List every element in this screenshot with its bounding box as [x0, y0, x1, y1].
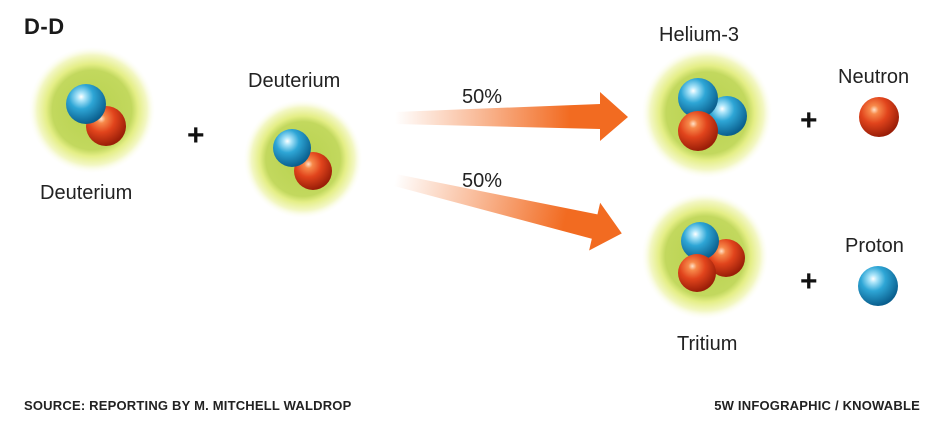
arrow-to-helium3 — [395, 92, 628, 141]
probability-label-top: 50% — [462, 86, 503, 108]
helium3-nucleus — [641, 47, 773, 179]
source-credit: SOURCE: REPORTING BY M. MITCHELL WALDROP — [24, 398, 352, 413]
plus-sign-reactants: + — [187, 119, 205, 152]
probability-label-bottom: 50% — [462, 170, 503, 192]
reaction-title: D-D — [24, 14, 65, 39]
infographic-credit: 5W INFOGRAPHIC / KNOWABLE — [714, 398, 920, 413]
proton-product — [858, 266, 898, 306]
neutron-particle — [678, 254, 716, 292]
helium3-label: Helium-3 — [659, 24, 740, 46]
proton-particle — [678, 78, 718, 118]
plus-sign-bottom: + — [800, 265, 818, 298]
tritium-nucleus — [641, 192, 769, 320]
tritium-label: Tritium — [677, 333, 738, 355]
deuterium-left-nucleus — [28, 46, 156, 174]
neutron-particle — [678, 111, 718, 151]
proton-particle — [66, 84, 106, 124]
deuterium-right-nucleus — [243, 99, 363, 219]
deuterium-right-label: Deuterium — [248, 70, 341, 92]
neutron-label: Neutron — [838, 66, 910, 88]
deuterium-left-label: Deuterium — [40, 182, 133, 204]
arrow-to-tritium — [393, 174, 622, 251]
plus-sign-top: + — [800, 104, 818, 137]
neutron-product — [859, 97, 899, 137]
proton-label: Proton — [845, 235, 904, 257]
proton-particle — [273, 129, 311, 167]
proton-particle — [681, 222, 719, 260]
